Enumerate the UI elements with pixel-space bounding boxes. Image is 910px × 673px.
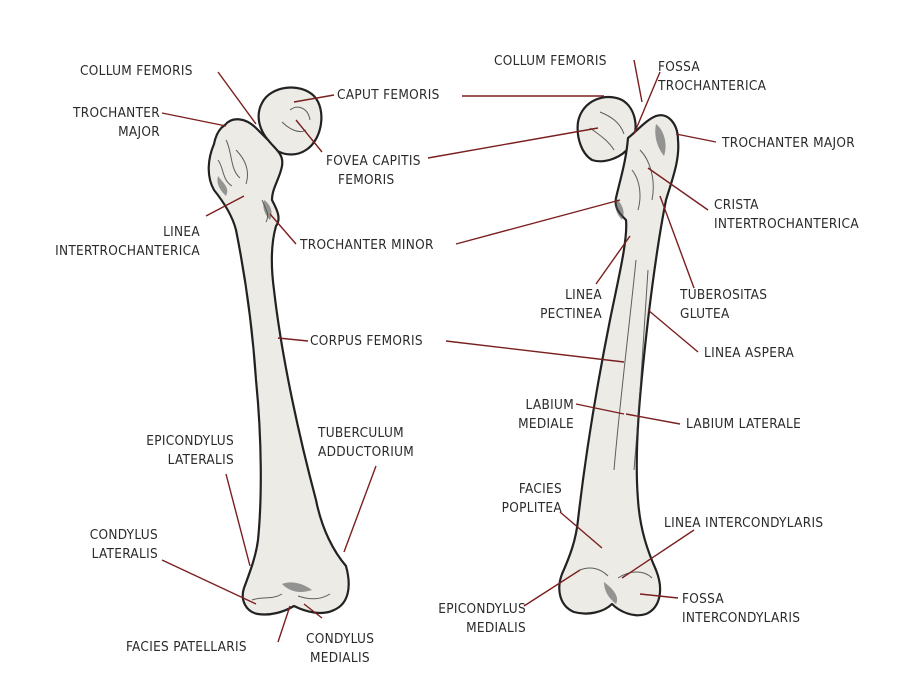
label-right-linea-intercondylaris: LINEA INTERCONDYLARIS (664, 514, 823, 533)
label-right-epicondylus-medialis: EPICONDYLUS MEDIALIS (410, 600, 526, 638)
label-right-labium-mediale: LABIUM MEDIALE (500, 396, 574, 434)
label-left-trochanter-major: TROCHANTER MAJOR (64, 104, 160, 142)
label-right-trochanter-major: TROCHANTER MAJOR (722, 134, 855, 153)
label-right-fossa-trochanterica: FOSSA TROCHANTERICA (658, 58, 766, 96)
label-left-trochanter-minor: TROCHANTER MINOR (300, 236, 434, 255)
label-right-tuberositas-glutea: TUBEROSITAS GLUTEA (680, 286, 767, 324)
label-left-caput-femoris: CAPUT FEMORIS (337, 86, 440, 105)
label-right-linea-aspera: LINEA ASPERA (704, 344, 794, 363)
label-left-fovea-capitis: FOVEA CAPITIS FEMORIS (326, 152, 421, 190)
right-femur-body (559, 115, 678, 615)
label-corpus-femoris: CORPUS FEMORIS (310, 332, 423, 351)
label-right-facies-poplitea: FACIES POPLITEA (478, 480, 562, 518)
label-right-linea-pectinea: LINEA PECTINEA (530, 286, 602, 324)
label-left-epicondylus-lateralis: EPICONDYLUS LATERALIS (128, 432, 234, 470)
label-left-condylus-lateralis: CONDYLUS LATERALIS (62, 526, 158, 564)
label-right-labium-laterale: LABIUM LATERALE (686, 415, 801, 434)
label-right-crista-intertrochanterica: CRISTA INTERTROCHANTERICA (714, 196, 859, 234)
label-left-linea-intertrochanterica: LINEA INTERTROCHANTERICA (34, 223, 200, 261)
label-right-fossa-intercondylaris: FOSSA INTERCONDYLARIS (682, 590, 800, 628)
label-left-collum-femoris: COLLUM FEMORIS (80, 62, 193, 81)
label-left-facies-patellaris: FACIES PATELLARIS (126, 638, 247, 657)
left-femur-body (209, 119, 349, 614)
label-right-collum-femoris: COLLUM FEMORIS (494, 52, 607, 71)
label-left-condylus-medialis: CONDYLUS MEDIALIS (306, 630, 374, 668)
label-left-tuberculum-adductorium: TUBERCULUM ADDUCTORIUM (318, 424, 414, 462)
